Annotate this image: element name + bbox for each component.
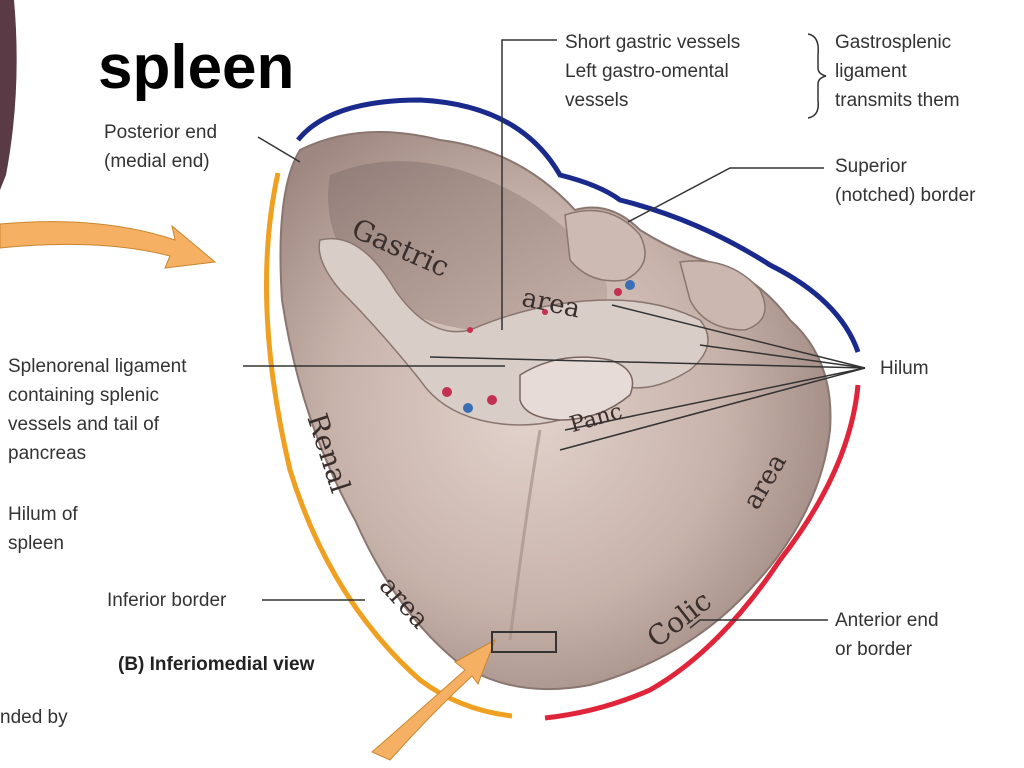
label-superior-border: Superior (notched) border bbox=[835, 156, 976, 206]
leader-anterior-end bbox=[689, 619, 828, 629]
gastric-area-surface bbox=[328, 161, 608, 330]
label-posterior-end: Posterior end (medial end) bbox=[104, 122, 218, 172]
superior-lobe-2 bbox=[679, 260, 766, 331]
truncated-text: nded by bbox=[0, 707, 68, 728]
pancreas-tail bbox=[519, 356, 634, 421]
marker-box bbox=[491, 631, 557, 653]
view-caption: (B) Inferiomedial view bbox=[118, 654, 315, 675]
leader-posterior-end bbox=[257, 136, 301, 163]
left-edge-shape bbox=[0, 0, 17, 190]
leader-gastrosplenic-brace bbox=[807, 33, 827, 119]
label-splenorenal-ligament: Splenorenal ligament containing splenic … bbox=[8, 356, 187, 464]
anterior-border-line bbox=[544, 384, 861, 721]
label-gastrosplenic-ligament: Gastrosplenic ligament transmits them bbox=[835, 32, 960, 111]
superior-border-line bbox=[296, 97, 861, 353]
ridge-line bbox=[508, 429, 542, 641]
page-title: spleen bbox=[98, 33, 295, 102]
superior-lobe bbox=[564, 209, 646, 282]
vessel-dot bbox=[463, 403, 473, 413]
label-hilum-of-spleen: Hilum of spleen bbox=[8, 504, 78, 554]
vessel-dot bbox=[442, 387, 452, 397]
vessel-dot bbox=[487, 395, 497, 405]
label-inferior-border: Inferior border bbox=[107, 590, 227, 611]
arrow-bottom bbox=[371, 638, 496, 761]
leader-superior-border bbox=[627, 167, 824, 223]
vessel-dot bbox=[542, 309, 548, 315]
vessel-dot bbox=[625, 280, 635, 290]
leader-short-gastric bbox=[501, 39, 557, 330]
vessel-dot bbox=[467, 327, 473, 333]
label-hilum: Hilum bbox=[880, 358, 929, 379]
arrow-top bbox=[0, 221, 217, 269]
leader-hilum bbox=[429, 304, 866, 451]
vessel-dot bbox=[614, 288, 622, 296]
label-short-gastric-vessels: Short gastric vessels Left gastro-omenta… bbox=[565, 32, 741, 111]
label-anterior-end: Anterior end or border bbox=[835, 610, 939, 660]
